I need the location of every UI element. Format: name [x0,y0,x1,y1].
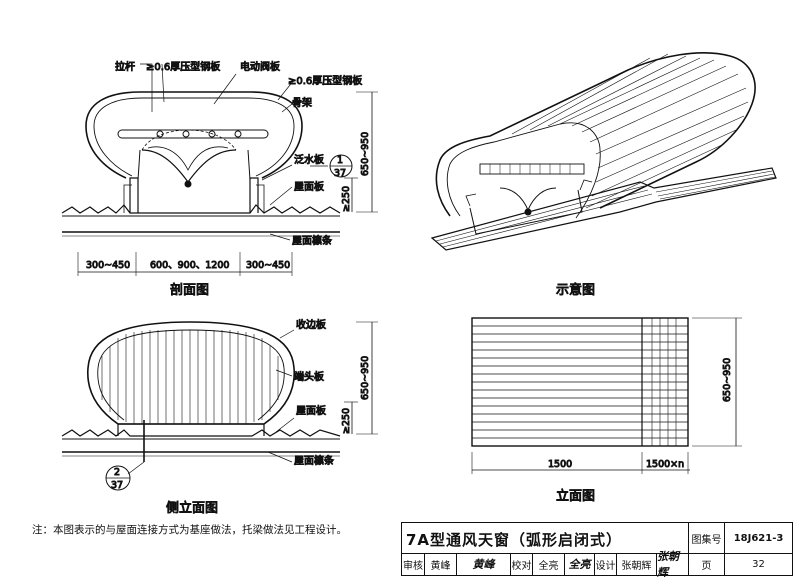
elev-dim-width: 1500 [548,459,572,470]
title-block: 7A型通风天窗（弧形启闭式） 图集号 18J621-3 审核 黄峰 黄峰 校对 … [401,522,793,579]
page-label: 页 [688,553,724,575]
elev-dim-repeat: 1500×n [646,459,684,470]
drawing-note: 注：本图表示的与屋面连接方式为基座做法，托梁做法见工程设计。 [32,524,347,536]
elevation-view [471,317,742,474]
dim-middle: 600、900、1200 [150,260,229,271]
label-electric-damper: 电动阀板 [240,60,280,73]
side-dim-height: 650~950 [360,356,371,400]
label-roof-panel: 屋面板 [294,180,324,193]
label-edge-trim: 收边板 [296,318,326,331]
side-ref-top: 2 [114,467,120,478]
dim-right: 300~450 [246,260,290,271]
label-frame: 骨架 [292,97,312,109]
label-steel-plate-1: ≥0.6厚压型钢板 [146,60,220,73]
elev-dim-height: 650~950 [722,358,733,402]
schematic-base [430,167,777,251]
review-label: 审核 [403,560,423,572]
check-label: 校对 [510,553,532,575]
section-ref-bottom: 37 [334,168,346,179]
caption-section: 剖面图 [170,283,209,298]
section-damper [141,149,237,184]
caption-schematic: 示意图 [556,282,595,298]
side-roof-panel [61,429,341,437]
caption-elevation: 立面图 [556,489,595,504]
side-shell [87,321,295,425]
designer: 张朝辉 [616,553,656,575]
label-pull-rod: 拉杆 [115,60,135,73]
label-flashing: 泛水板 [294,153,324,166]
drawing-title: 7A型通风天窗（弧形启闭式） [406,531,623,549]
label-side-roof-panel: 屋面板 [296,404,326,417]
side-dim-curb: ≥250 [341,408,352,434]
title-row: 7A型通风天窗（弧形启闭式） 图集号 18J621-3 [402,523,792,554]
atlas-no-label: 图集号 [688,523,724,553]
atlas-no: 18J621-3 [724,523,792,553]
reviewer-signature: 黄峰 [456,553,510,575]
schematic-view [430,52,777,251]
caption-side-elevation: 侧立面图 [166,501,218,516]
checker: 全亮 [532,553,564,575]
side-ribs [101,330,279,424]
side-ref-bottom: 37 [111,480,123,491]
schematic-shell [435,52,756,217]
label-purlin: 屋面檩条 [292,234,332,247]
label-end-plate: 端头板 [294,370,324,383]
section-view [61,63,378,276]
dim-left: 300~450 [86,260,130,271]
dim-height: 650~950 [360,132,371,176]
section-roof-panel [61,204,341,214]
designer-signature: 张朝辉 [656,550,688,579]
label-steel-plate-2: ≥0.6厚压型钢板 [288,74,362,87]
signature-row: 审核 黄峰 黄峰 校对 全亮 全亮 设计 张朝辉 张朝辉 页 32 [402,550,792,579]
design-label: 设计 [594,553,616,575]
section-shell [85,91,303,179]
checker-signature: 全亮 [564,553,594,575]
section-curb [129,177,259,213]
reviewer: 黄峰 [424,553,456,575]
page-number: 32 [724,553,792,575]
section-ref-top: 1 [337,155,343,166]
side-elevation [61,321,378,491]
dim-curb: ≥250 [341,186,352,212]
label-side-purlin: 屋面檩条 [294,454,334,467]
elevation-slats [472,325,688,439]
